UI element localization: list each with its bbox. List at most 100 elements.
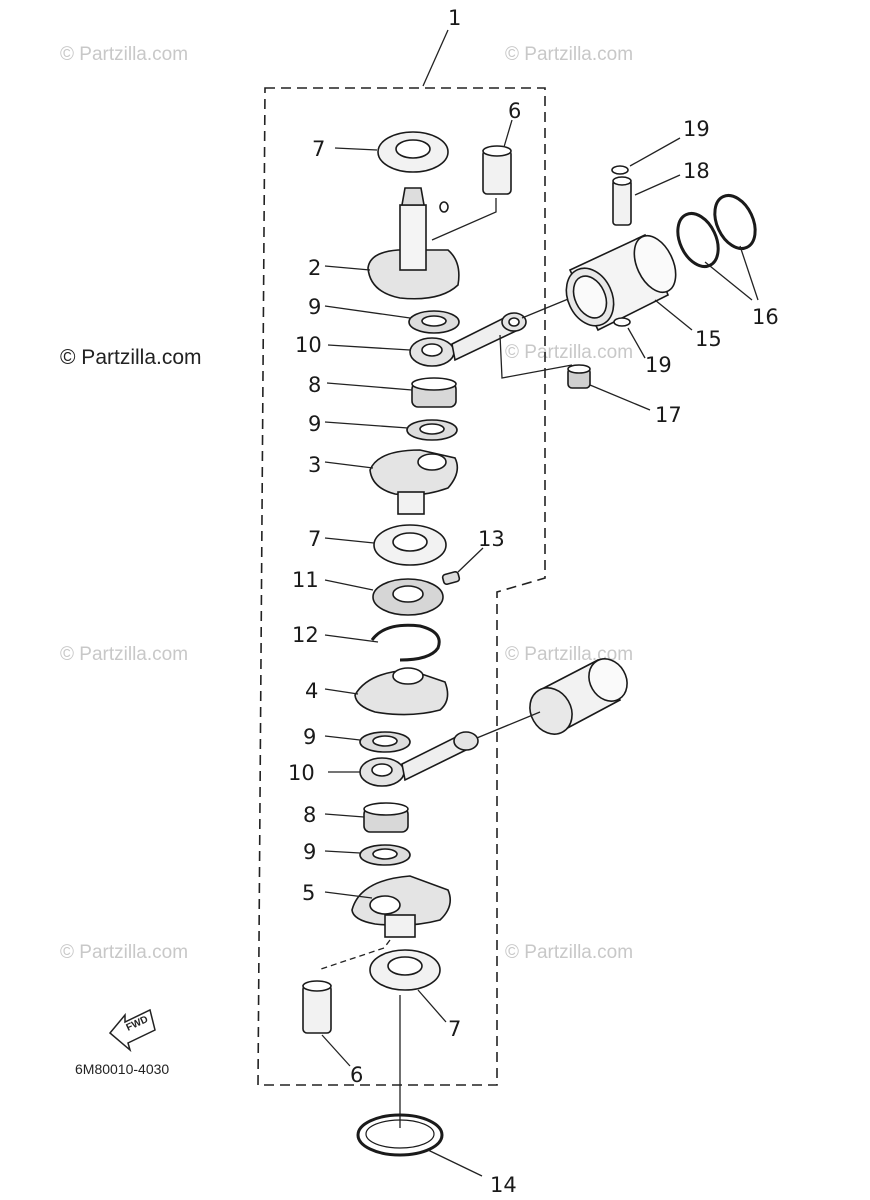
watermark-left: © Partzilla.com bbox=[60, 346, 202, 369]
crank-4 bbox=[354, 667, 449, 716]
crank-5 bbox=[351, 875, 451, 938]
snap-ring-12 bbox=[370, 623, 441, 662]
piston-pin-18 bbox=[612, 176, 632, 226]
dowel-6-bottom bbox=[302, 980, 332, 1034]
leader-6b bbox=[321, 1034, 351, 1067]
watermark-top-right: © Partzilla.com bbox=[505, 44, 633, 65]
leader-7b bbox=[324, 537, 375, 544]
callout-10-top: 10 bbox=[295, 333, 322, 357]
watermark-mid-right: © Partzilla.com bbox=[505, 342, 633, 363]
callout-15: 15 bbox=[695, 327, 722, 351]
fwd-arrow-icon: FWD bbox=[108, 1008, 156, 1053]
o-ring-14 bbox=[356, 1113, 444, 1157]
leader-6a-fit bbox=[431, 198, 497, 241]
piston-15 bbox=[565, 233, 677, 332]
crank-2 bbox=[367, 187, 460, 300]
leader-13 bbox=[457, 547, 484, 573]
leader-9b bbox=[324, 421, 409, 429]
callout-5: 5 bbox=[302, 881, 315, 905]
leader-9d bbox=[324, 850, 361, 854]
callout-4: 4 bbox=[305, 679, 318, 703]
leader-11 bbox=[324, 579, 374, 591]
callout-8-bottom: 8 bbox=[303, 803, 316, 827]
leader-rod-to-17 bbox=[499, 334, 573, 379]
leader-9c bbox=[324, 735, 361, 741]
dowel-6-top bbox=[482, 145, 512, 195]
callout-7-middle: 7 bbox=[308, 527, 321, 551]
clip-19-bottom bbox=[613, 317, 631, 327]
callout-17: 17 bbox=[655, 403, 682, 427]
leader-8a bbox=[326, 382, 413, 391]
leader-17 bbox=[589, 384, 651, 411]
callout-6-bottom: 6 bbox=[350, 1063, 363, 1087]
leader-2 bbox=[324, 265, 371, 271]
callout-8-top: 8 bbox=[308, 373, 321, 397]
leader-16a bbox=[704, 261, 753, 301]
needle-bearing-8-a bbox=[411, 377, 457, 408]
leader-8b bbox=[324, 813, 365, 818]
leader-12 bbox=[324, 634, 379, 643]
crank-3 bbox=[369, 449, 459, 515]
leader-6a bbox=[503, 119, 513, 148]
callout-11: 11 bbox=[292, 568, 319, 592]
callout-7-top: 7 bbox=[312, 137, 325, 161]
callout-9-d: 9 bbox=[303, 840, 316, 864]
washer-9-d bbox=[359, 844, 411, 866]
leader-3 bbox=[324, 461, 374, 469]
leader-rod-to-lower-piston bbox=[471, 711, 541, 741]
drawing-code: 6M80010-4030 bbox=[75, 1061, 169, 1077]
watermark-bottom-left: © Partzilla.com bbox=[60, 942, 188, 963]
leader-19a bbox=[629, 137, 681, 167]
leader-14 bbox=[427, 1149, 483, 1177]
callout-7-bottom: 7 bbox=[448, 1017, 461, 1041]
bearing-7-bottom bbox=[369, 949, 441, 991]
bearing-7-middle bbox=[373, 524, 447, 566]
leader-7c bbox=[417, 989, 447, 1023]
callout-19-bottom: 19 bbox=[645, 353, 672, 377]
watermarks: © Partzilla.com © Partzilla.com © Partzi… bbox=[60, 44, 633, 963]
callout-9-b: 9 bbox=[308, 412, 321, 436]
leader-5 bbox=[324, 891, 373, 899]
watermark-top-left: © Partzilla.com bbox=[60, 44, 188, 65]
callout-16: 16 bbox=[752, 305, 779, 329]
callout-1: 1 bbox=[448, 6, 461, 30]
bearing-7-top bbox=[377, 131, 449, 173]
callout-6-top: 6 bbox=[508, 99, 521, 123]
leader-4 bbox=[324, 688, 359, 695]
washer-9-b bbox=[406, 419, 458, 441]
callout-12: 12 bbox=[292, 623, 319, 647]
conrod-10-bottom bbox=[359, 731, 479, 787]
washer-9-a bbox=[408, 310, 460, 334]
piston-lower bbox=[529, 658, 628, 735]
leader-6b-fit bbox=[317, 939, 391, 971]
callout-labels: 1 2 3 4 5 6 6 7 7 7 8 8 9 9 9 9 10 10 11… bbox=[288, 6, 779, 1197]
callout-9-a: 9 bbox=[308, 295, 321, 319]
clip-19-top bbox=[611, 165, 629, 175]
washer-9-c bbox=[359, 731, 411, 753]
callout-19-top: 19 bbox=[683, 117, 710, 141]
leader-1 bbox=[422, 29, 449, 87]
needle-bearing-8-b bbox=[363, 802, 409, 833]
leader-9a bbox=[324, 305, 411, 319]
leader-19b bbox=[627, 327, 646, 359]
oil-seal-11 bbox=[372, 578, 444, 616]
leader-15 bbox=[654, 299, 693, 331]
callout-2: 2 bbox=[308, 256, 321, 280]
small-end-bearing-17 bbox=[567, 364, 591, 389]
callout-3: 3 bbox=[308, 453, 321, 477]
conrod-10-top bbox=[409, 312, 527, 367]
assembly-boundary bbox=[257, 87, 546, 1086]
leader-10a bbox=[327, 344, 411, 351]
callout-13: 13 bbox=[478, 527, 505, 551]
leader-18 bbox=[634, 174, 681, 196]
callout-14: 14 bbox=[490, 1173, 517, 1197]
callout-10-bottom: 10 bbox=[288, 761, 315, 785]
leader-7a bbox=[334, 147, 378, 151]
watermark-bottom-right: © Partzilla.com bbox=[505, 942, 633, 963]
watermark-lower-left: © Partzilla.com bbox=[60, 644, 188, 665]
pin-13 bbox=[441, 570, 461, 586]
callout-18: 18 bbox=[683, 159, 710, 183]
callout-9-c: 9 bbox=[303, 725, 316, 749]
leader-16b bbox=[739, 245, 759, 301]
